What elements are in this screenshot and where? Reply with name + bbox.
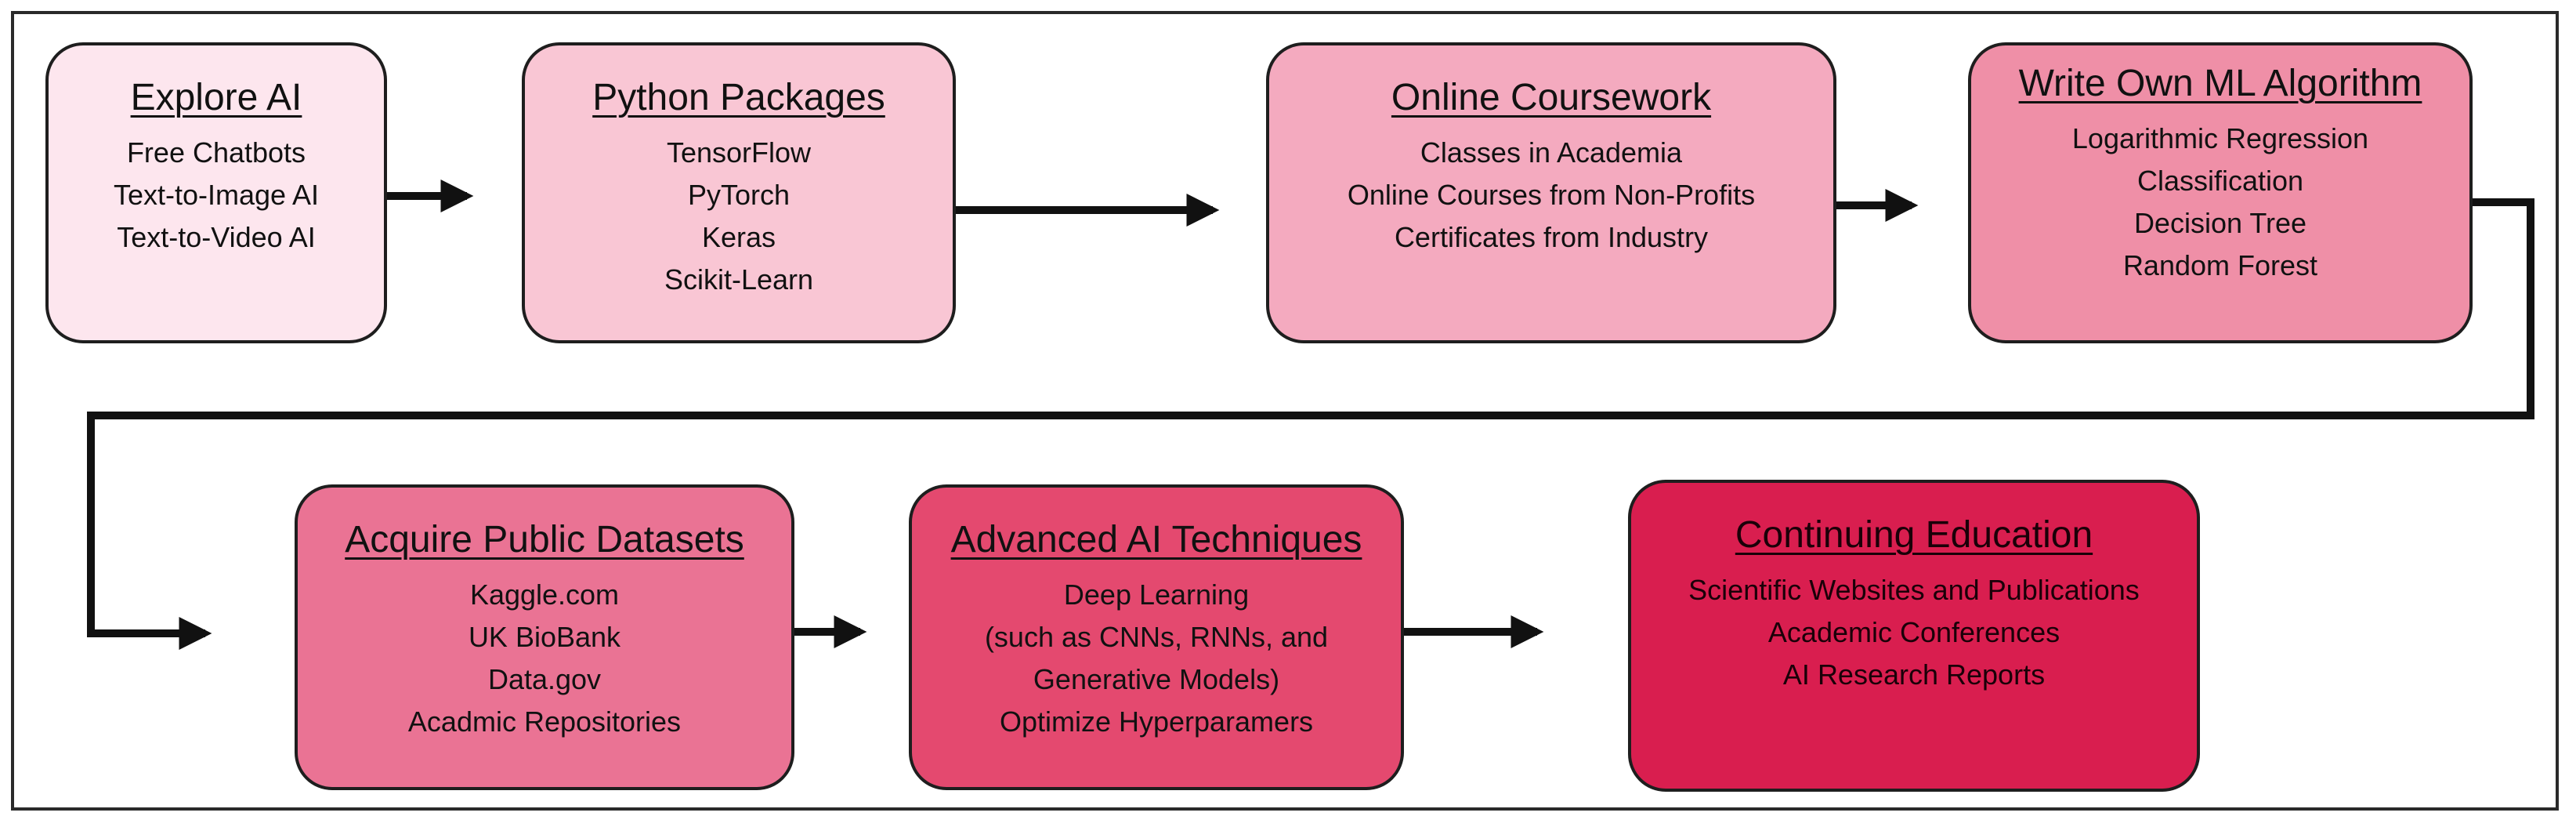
- box-title: Online Coursework: [1391, 77, 1712, 118]
- box-items: Logarithmic Regression Classification De…: [1971, 118, 2469, 287]
- box-item: Classes in Academia: [1420, 136, 1683, 169]
- box-title: Acquire Public Datasets: [345, 519, 744, 560]
- box-item: Generative Models): [1033, 662, 1280, 695]
- box-title: Write Own ML Algorithm: [2018, 63, 2422, 104]
- box-item: Random Forest: [2122, 248, 2318, 281]
- box-item: Deep Learning: [1063, 578, 1250, 611]
- box-item: Scikit-Learn: [664, 263, 814, 296]
- box-items: TensorFlow PyTorch Keras Scikit-Learn: [525, 132, 953, 301]
- arrow-ml-to-datasets: [87, 198, 2534, 650]
- box-item: Scientific Websites and Publications: [1688, 573, 2140, 606]
- box-explore-ai: Explore AI Free Chatbots Text-to-Image A…: [45, 42, 387, 343]
- box-item: Decision Tree: [2133, 206, 2307, 239]
- box-item: PyTorch: [687, 178, 791, 211]
- diagram-frame: [11, 11, 2559, 811]
- box-items: Scientific Websites and Publications Aca…: [1631, 569, 2197, 696]
- box-item: TensorFlow: [666, 136, 812, 169]
- box-items: Classes in Academia Online Courses from …: [1269, 132, 1833, 259]
- box-title: Explore AI: [130, 77, 302, 118]
- box-item: Keras: [701, 220, 776, 253]
- box-item: Free Chatbots: [126, 136, 306, 169]
- box-continuing-education: Continuing Education Scientific Websites…: [1628, 480, 2200, 792]
- box-item: Classification: [2136, 164, 2304, 197]
- box-items: Free Chatbots Text-to-Image AI Text-to-V…: [49, 132, 384, 259]
- box-item: Text-to-Video AI: [117, 220, 316, 253]
- box-write-own-ml-algorithm: Write Own ML Algorithm Logarithmic Regre…: [1968, 42, 2473, 343]
- box-item: Acadmic Repositories: [407, 705, 682, 738]
- box-item: (such as CNNs, RNNs, and: [984, 620, 1329, 653]
- box-item: UK BioBank: [468, 620, 621, 653]
- box-items: Deep Learning (such as CNNs, RNNs, and G…: [912, 574, 1401, 743]
- box-title: Python Packages: [592, 77, 885, 118]
- box-online-coursework: Online Coursework Classes in Academia On…: [1266, 42, 1836, 343]
- box-item: Academic Conferences: [1767, 615, 2060, 648]
- box-item: Online Courses from Non-Profits: [1347, 178, 1756, 211]
- box-advanced-ai-techniques: Advanced AI Techniques Deep Learning (su…: [909, 484, 1404, 790]
- box-item: Optimize Hyperparamers: [999, 705, 1314, 738]
- box-acquire-public-datasets: Acquire Public Datasets Kaggle.com UK Bi…: [295, 484, 794, 790]
- box-item: Text-to-Image AI: [113, 178, 320, 211]
- box-title: Continuing Education: [1735, 514, 2093, 556]
- box-item: Kaggle.com: [469, 578, 620, 611]
- box-item: Certificates from Industry: [1394, 220, 1709, 253]
- box-python-packages: Python Packages TensorFlow PyTorch Keras…: [522, 42, 956, 343]
- box-item: Logarithmic Regression: [2071, 122, 2369, 154]
- box-item: AI Research Reports: [1782, 658, 2046, 691]
- box-title: Advanced AI Techniques: [950, 519, 1362, 560]
- box-items: Kaggle.com UK BioBank Data.gov Acadmic R…: [298, 574, 791, 743]
- box-item: Data.gov: [487, 662, 602, 695]
